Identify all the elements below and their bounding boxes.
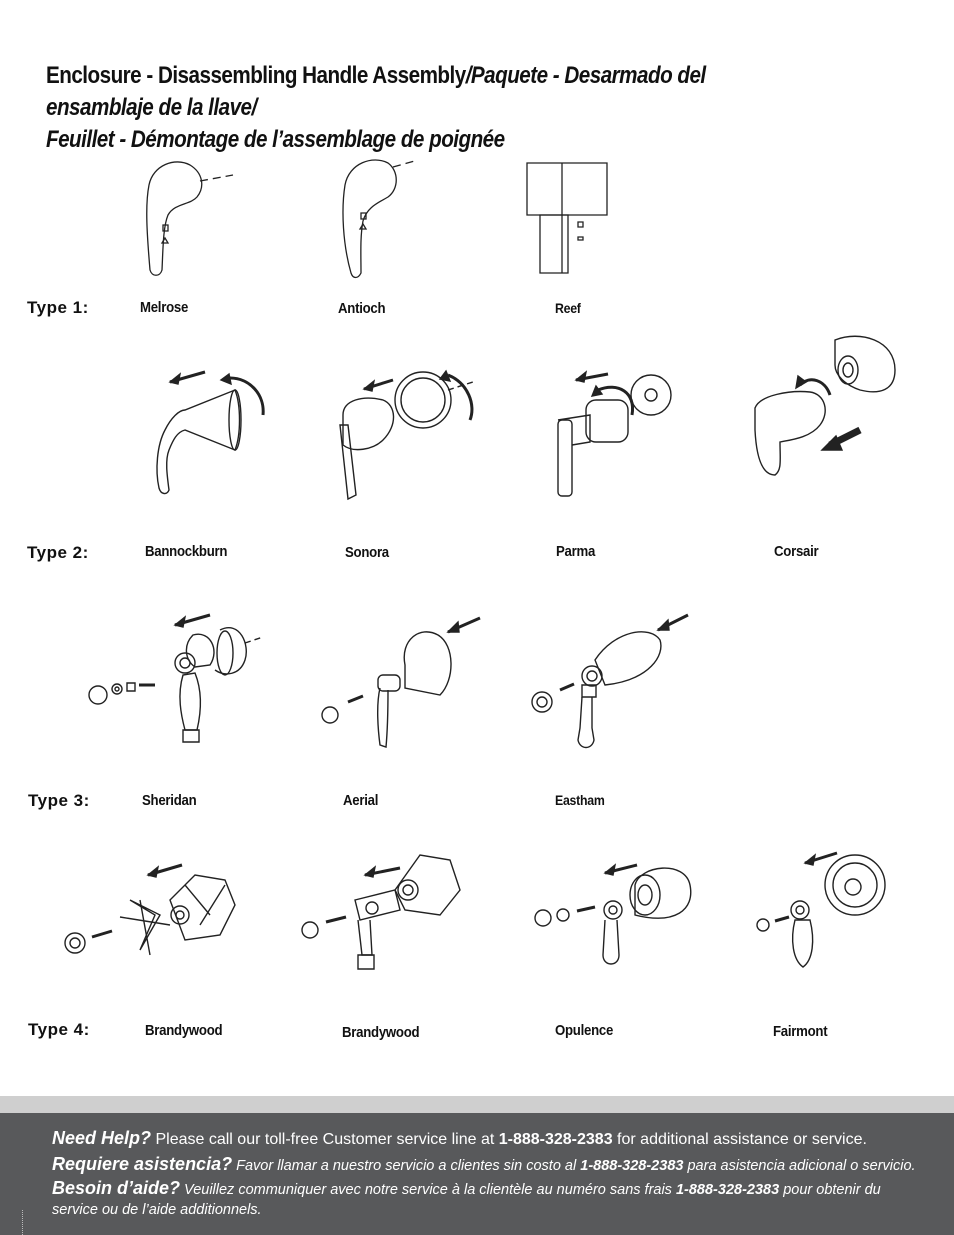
model-name: Melrose: [140, 299, 189, 316]
sonora-handle-illustration: [328, 365, 478, 505]
antioch-handle-illustration: [333, 155, 433, 280]
parma-handle-illustration: [548, 360, 683, 500]
reef-handle-illustration: [524, 160, 614, 280]
model-name: Brandywood: [145, 1022, 223, 1039]
title-spanish: /Paquete - Desarmado del ensamblaje de l…: [46, 62, 706, 121]
corsair-handle-illustration: [750, 330, 900, 505]
brandywood-lever-handle-illustration: [300, 850, 465, 975]
help-line-french: Besoin d’aide? Veuillez communiquer avec…: [52, 1178, 881, 1198]
type-4-label: Type 4:: [28, 1020, 90, 1039]
help-line-spanish: Requiere asistencia? Favor llamar a nues…: [52, 1154, 916, 1174]
type-2-label: Type 2:: [27, 543, 89, 562]
opulence-handle-illustration: [535, 855, 695, 975]
type-1-label: Type 1:: [27, 298, 89, 317]
model-name: Reef: [555, 300, 581, 316]
footer-divider-band: [0, 1096, 954, 1113]
model-name: Sheridan: [142, 792, 197, 809]
help-footer: Need Help? Please call our toll-free Cus…: [0, 1113, 954, 1235]
crop-mark: [22, 1210, 23, 1235]
title-french: Feuillet - Démontage de l’assemblage de …: [46, 126, 505, 153]
bannockburn-handle-illustration: [145, 360, 270, 500]
page-title: Enclosure - Disassembling Handle Assembl…: [46, 60, 803, 156]
sheridan-handle-illustration: [85, 605, 270, 750]
model-name: Antioch: [338, 300, 386, 317]
aerial-handle-illustration: [320, 610, 485, 755]
model-name: Corsair: [774, 543, 819, 560]
brandywood-cross-handle-illustration: [60, 855, 245, 965]
fairmont-handle-illustration: [755, 845, 895, 975]
model-name: Sonora: [345, 544, 389, 561]
model-name: Opulence: [555, 1022, 614, 1039]
model-name: Parma: [556, 543, 596, 560]
model-name: Bannockburn: [145, 543, 228, 560]
help-line-english: Need Help? Please call our toll-free Cus…: [52, 1128, 867, 1148]
model-name: Brandywood: [342, 1024, 420, 1041]
model-name: Eastham: [555, 792, 605, 808]
eastham-handle-illustration: [530, 610, 700, 755]
title-english: Enclosure - Disassembling Handle Assembl…: [46, 62, 466, 89]
melrose-handle-illustration: [135, 155, 245, 280]
help-line-french-continued: service ou de l’aide additionnels.: [52, 1202, 262, 1218]
model-name: Fairmont: [773, 1023, 828, 1040]
model-name: Aerial: [343, 792, 379, 809]
type-3-label: Type 3:: [28, 791, 90, 810]
